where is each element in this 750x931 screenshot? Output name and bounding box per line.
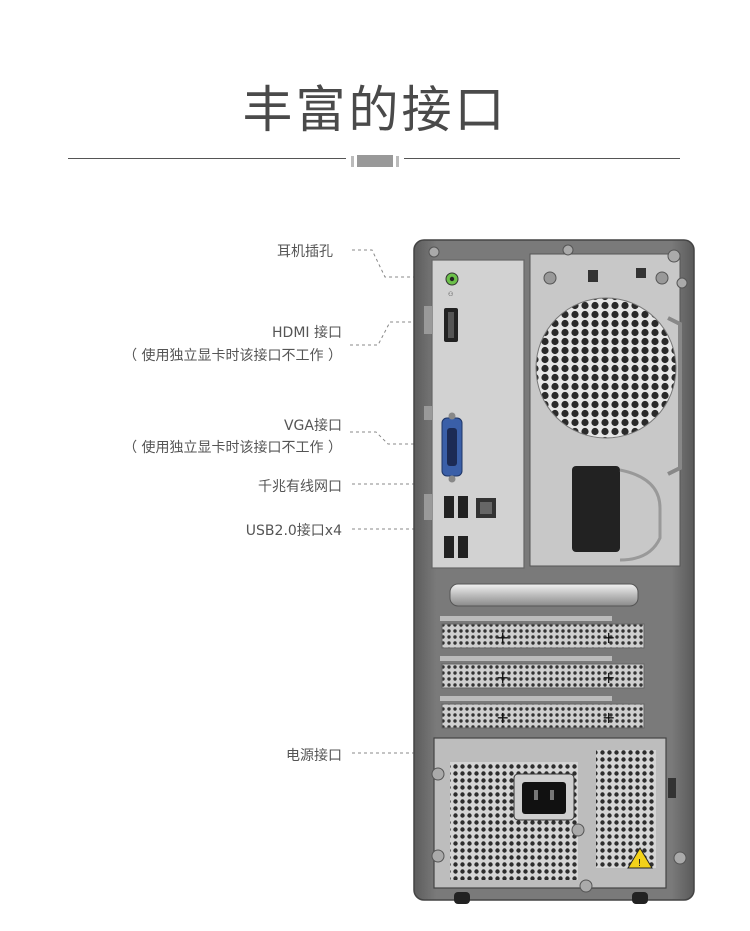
usb-port [444, 536, 454, 558]
screw [431, 849, 445, 863]
label-gigabit-lan: 千兆有线网口 [258, 479, 342, 495]
svg-text:+: + [496, 668, 509, 687]
usb-port [444, 496, 454, 518]
leader-headphone [352, 249, 416, 278]
screw [428, 246, 440, 258]
page-title: 丰富的接口 [242, 81, 508, 139]
label-usb: USB2.0接口x4 [245, 523, 342, 539]
screw [676, 277, 688, 289]
fan-grille [535, 297, 677, 439]
title-divider-decoration-tick [351, 156, 354, 167]
label-vga-note: （ 使用独立显卡时该接口不工作 ） [123, 440, 342, 456]
svg-text:+: + [602, 628, 615, 647]
svg-text:+: + [602, 668, 615, 687]
leader-hdmi [350, 321, 416, 346]
warning-icon [627, 847, 653, 869]
pc-rear-illustration: ⚇ + + + + + [413, 239, 695, 904]
pci-slot: + + [440, 656, 645, 689]
svg-text:⚇: ⚇ [448, 291, 453, 298]
pci-slot: + + [440, 616, 645, 649]
usb-port [458, 536, 468, 558]
leader-vga [350, 431, 416, 445]
pci-slot: + + [440, 696, 645, 729]
title-divider-decoration-tick [396, 156, 399, 167]
label-vga: VGA接口 [283, 418, 342, 434]
title-divider-left [68, 158, 346, 159]
title-divider-decoration [357, 155, 393, 167]
screw [579, 879, 593, 893]
svg-text:+: + [496, 708, 509, 727]
label-power: 电源接口 [286, 748, 342, 764]
psu-vent [596, 750, 656, 868]
screw [431, 767, 445, 781]
screw [667, 249, 681, 263]
svg-text:+: + [602, 708, 615, 727]
screw [673, 851, 687, 865]
label-hdmi-note: （ 使用独立显卡时该接口不工作 ） [123, 348, 342, 364]
svg-text:!: ! [638, 858, 642, 869]
title-divider-right [404, 158, 680, 159]
svg-text:+: + [496, 628, 509, 647]
foot-left [454, 892, 470, 904]
expansion-bar [449, 583, 639, 607]
foot-right [632, 892, 648, 904]
cable-slot [572, 466, 620, 552]
usb-port [458, 496, 468, 518]
label-headphone-jack: 耳机插孔 [277, 244, 333, 260]
screw [571, 823, 585, 837]
io-shield [431, 259, 525, 569]
screw [562, 244, 574, 256]
label-hdmi: HDMI 接口 [272, 325, 342, 341]
